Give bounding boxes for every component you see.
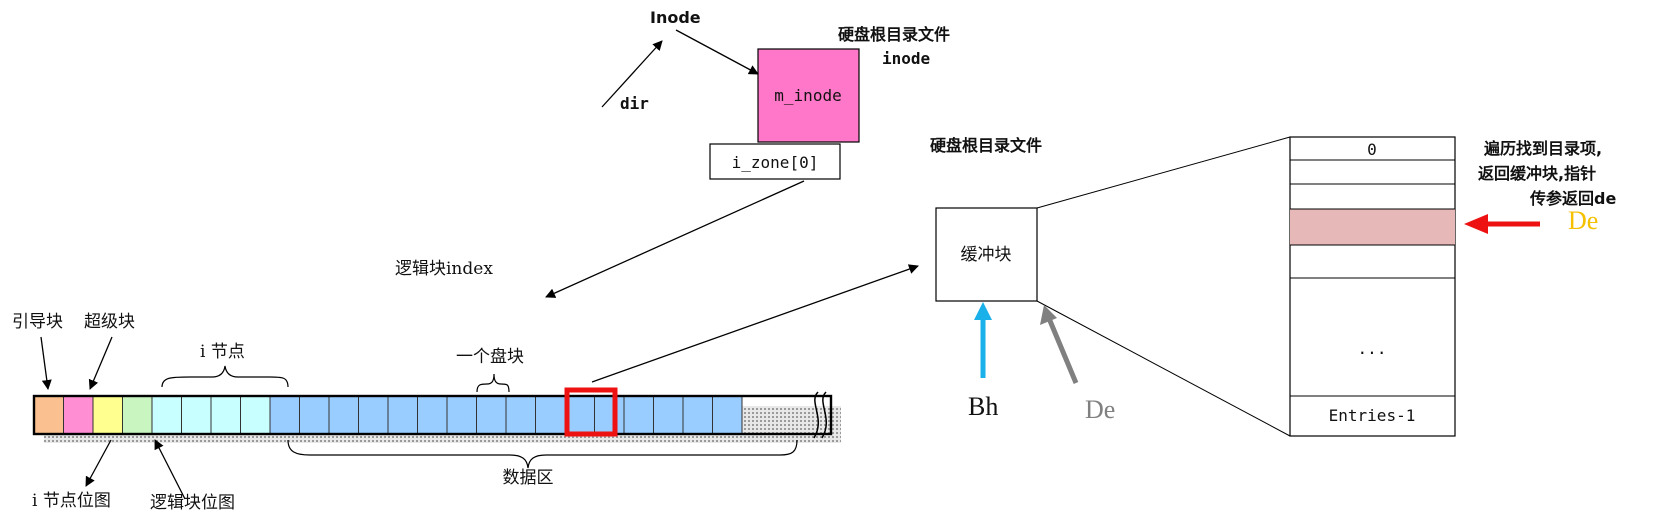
entry-first-label: 0 [1367,140,1377,159]
i-zone-label: i_zone[0] [732,153,819,172]
disk-frame [32,394,833,436]
de-label: De [1085,395,1115,424]
inode-bitmap-arrow [85,439,112,487]
bh-arrow-head [974,302,992,320]
break-mark-b [821,391,828,439]
break-mark-a [813,391,820,439]
disk-block-data [446,395,477,435]
one-block-brace [476,373,510,393]
annotation-line-3: 传参返回de [1529,189,1616,208]
logic-index-label: 逻辑块index [395,259,493,279]
disk-block-boot [33,395,64,435]
de-arrow [1045,315,1079,384]
disk-block-data [535,395,566,435]
boot-label: 引导块 [12,312,63,332]
data-area-brace [287,439,798,469]
disk-block-data [269,395,300,435]
inode-arrow [675,29,759,75]
super-arrow [88,336,113,390]
entries-table [1289,136,1456,437]
inode-label: Inode [650,8,701,27]
annotation-de-label: De [1568,206,1598,235]
file-title: 硬盘根目录文件 [838,25,950,44]
buffer-block-label: 缓冲块 [961,245,1012,265]
buffer-title: 硬盘根目录文件 [930,136,1042,155]
disk-block-logic-bitmap [122,395,153,435]
disk-block-data [653,395,684,435]
inode-bitmap-label: i 节点位图 [32,491,111,511]
entry-last-label: Entries-1 [1329,406,1416,425]
disk-block-data [476,395,507,435]
m-inode-box [757,48,860,143]
disk-block-data [712,395,743,435]
disk-block-data [417,395,448,435]
disk-block-inode [240,395,271,435]
found-entry-arrow-head [1464,214,1488,234]
disk-block-data [505,395,536,435]
inode-brace [161,365,289,388]
bh-label: Bh [968,392,998,421]
super-label: 超级块 [84,312,135,332]
i-zone-box [709,143,841,180]
selected-block-highlight [564,387,618,437]
one-block-label: 一个盘块 [456,347,524,367]
data-area-label: 数据区 [503,468,554,488]
buffer-block-box [935,207,1038,302]
logic-bitmap-arrow [154,439,186,500]
dir-arrow [601,40,663,108]
annotation-line-2: 返回缓冲块,指针 [1478,164,1596,183]
boot-arrow [40,336,52,390]
disk-block-inode-bitmap [92,395,123,435]
annotation-line-1: 遍历找到目录项, [1483,139,1602,158]
disk-block-inode [151,395,182,435]
disk-block-super [63,395,94,435]
inode-nodes-label: i 节点 [200,342,245,362]
disk-block-data [299,395,330,435]
disk-block-data [594,395,625,435]
disk-block-data [328,395,359,435]
de-arrow-head [1040,305,1057,325]
zoom-line-bottom [1036,300,1291,437]
disk-block-data [358,395,389,435]
dir-label: dir [620,94,649,113]
disk-blocks [33,395,743,435]
disk-block-data [682,395,713,435]
entry-ellipsis: ... [1358,339,1387,358]
found-entry-row [1290,209,1455,245]
disk-block-inode [181,395,212,435]
file-subtitle: inode [882,49,930,68]
zoom-line-top [1036,136,1291,209]
block-to-buffer-arrow [591,264,919,383]
disk-block-data [623,395,654,435]
disk-block-data [387,395,418,435]
disk-block-inode [210,395,241,435]
logic-bitmap-label: 逻辑块位图 [150,493,235,513]
zone-to-block-arrow [545,180,805,298]
m-inode-label: m_inode [774,86,841,105]
